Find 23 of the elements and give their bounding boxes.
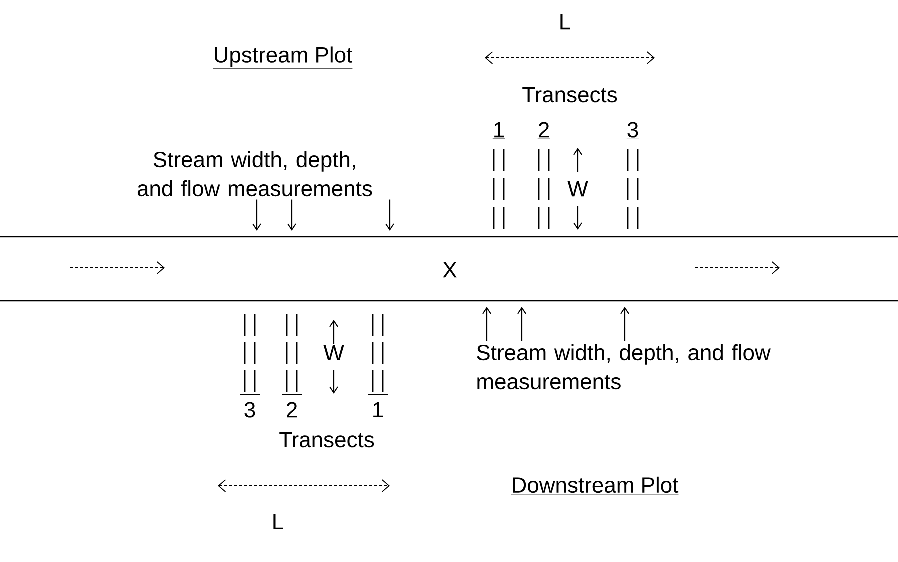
plot-heading: Upstream Plot: [213, 46, 353, 69]
transect-number: 1: [492, 122, 506, 140]
width-label: W: [568, 181, 588, 197]
arrow: [620, 307, 630, 342]
transect-heading: Transects: [280, 432, 374, 448]
dimension-label: L: [274, 514, 284, 530]
arrow: [518, 307, 526, 342]
dimension-label: L: [560, 14, 570, 30]
transect-number: 1: [374, 402, 384, 418]
arrow: [482, 307, 492, 342]
arrow: [252, 200, 262, 231]
width-label: W: [324, 345, 344, 361]
measurement-note: Stream width, depth, and flow measurements: [477, 344, 771, 390]
transect-number: 3: [244, 402, 256, 418]
transect-number: 2: [287, 402, 298, 418]
plot-heading: Downstream Plot: [511, 476, 679, 495]
measurement-note: Stream width, depth, and flow measurements: [138, 151, 372, 197]
transect-heading: Transects: [522, 87, 618, 103]
site-marker: X: [443, 262, 457, 278]
arrow: [288, 200, 296, 231]
arrow: [386, 200, 394, 231]
transect-number: 2: [538, 122, 550, 140]
transect-number: 3: [626, 122, 640, 140]
